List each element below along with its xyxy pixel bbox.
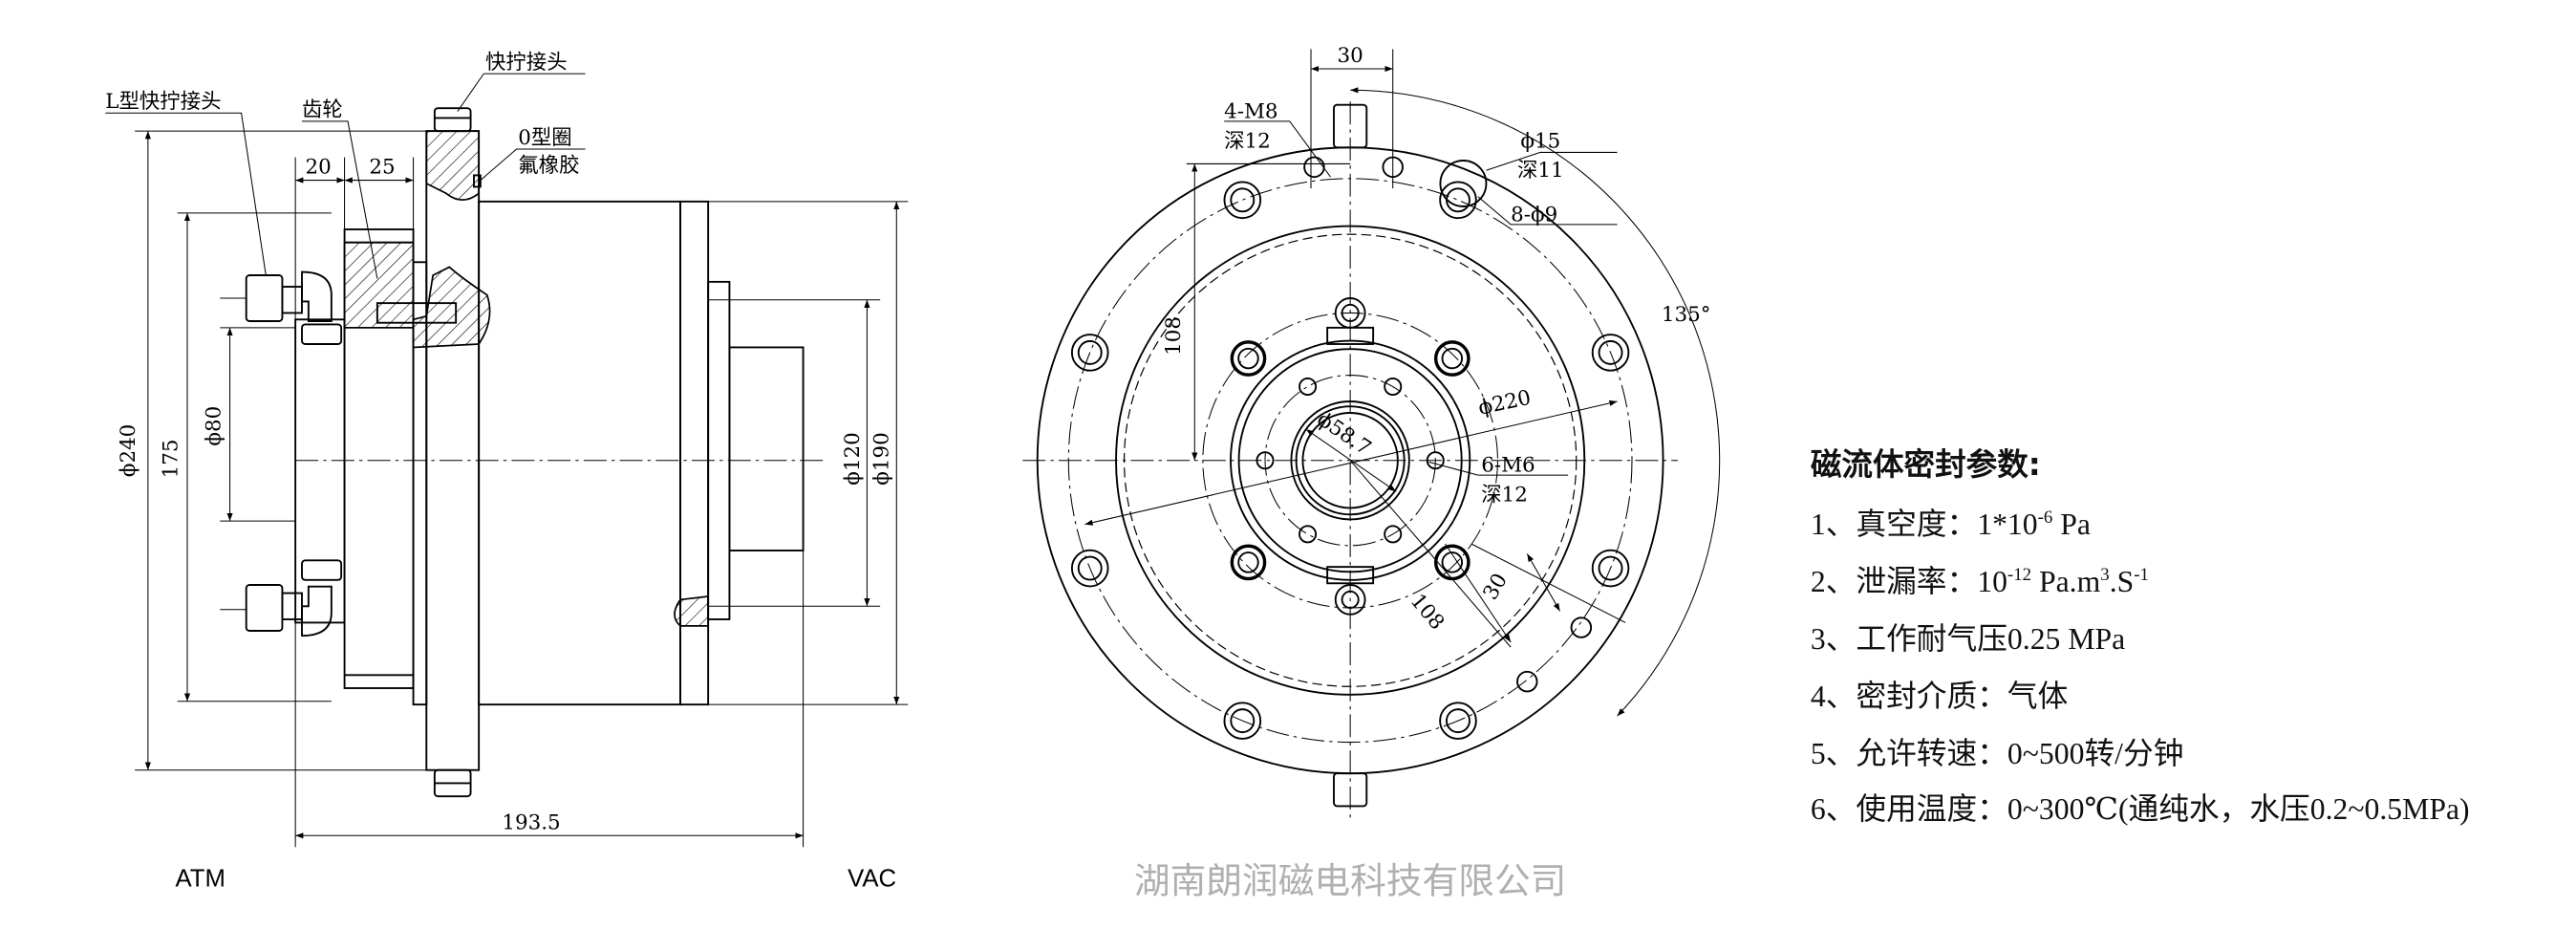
- bolt-hole: [1077, 339, 1103, 365]
- dim-d220: ϕ220: [1476, 386, 1533, 421]
- front-view: 30 4-M8 深12 ϕ15 深11 8-ϕ9 135° 108 ϕ220 ϕ…: [1022, 44, 1721, 901]
- dim-d15: ϕ15: [1520, 129, 1560, 153]
- bolt-hole: [1077, 555, 1103, 581]
- front-dimensions: [1084, 49, 1721, 717]
- dim-diag-108: 108: [1406, 590, 1449, 635]
- dim-d80: ϕ80: [202, 406, 225, 446]
- dim-108-vertical: 108: [1162, 316, 1186, 356]
- seal-parameters: 磁流体密封参数: 1、真空度：1*10-6 Pa 2、泄漏率：10-12 Pa.…: [1811, 446, 2470, 826]
- tapped-hole-section: [674, 595, 710, 627]
- bolt-hole: [1070, 549, 1109, 588]
- l-fitting-top: [220, 270, 343, 345]
- label-atm: ATM: [176, 865, 225, 892]
- housing-body: [478, 200, 681, 706]
- label-o-ring: 0型圈: [518, 126, 571, 150]
- param-medium: 4、密封介质：气体: [1811, 680, 2068, 713]
- param-pressure: 3、工作耐气压0.25 MPa: [1811, 622, 2125, 656]
- bolt-hole: [1230, 708, 1256, 734]
- label-l-quick-fitting: L型快拧接头: [105, 90, 221, 114]
- label-gear: 齿轮: [302, 98, 343, 122]
- o-ring-groove: [473, 174, 482, 188]
- bolt-hole: [1446, 187, 1470, 213]
- quick-fitting-top: [433, 107, 472, 133]
- side-dimensions: [135, 130, 909, 848]
- threaded-hole-inner: [1237, 347, 1259, 370]
- label-quick-fitting: 快拧接头: [485, 51, 568, 75]
- bolt-hole: [1439, 181, 1477, 220]
- threaded-hole-inner: [1237, 551, 1259, 573]
- dim-d120: ϕ120: [841, 432, 865, 485]
- bolt-hole: [1223, 181, 1262, 220]
- dim-d190: ϕ190: [870, 432, 894, 485]
- threaded-hole: [1433, 544, 1470, 581]
- gear: [343, 228, 415, 689]
- param-temperature: 6、使用温度：0~300℃(通纯水，水压0.2~0.5MPa): [1811, 792, 2470, 826]
- threaded-hole: [1433, 340, 1470, 377]
- dim-m6-depth: 深12: [1481, 484, 1528, 508]
- dim-8-holes: 8-ϕ9: [1511, 203, 1557, 227]
- quick-fitting-bottom: [433, 768, 472, 798]
- label-fluororubber: 氟橡胶: [518, 154, 579, 178]
- parameters-title: 磁流体密封参数:: [1811, 446, 2041, 483]
- shaft-step: [707, 280, 731, 620]
- bolt-hole: [1223, 702, 1262, 740]
- dim-m6: 6-M6: [1481, 454, 1535, 478]
- dim-m8: 4-M8: [1224, 99, 1277, 123]
- leaders: [105, 73, 586, 279]
- dim-length: 193.5: [502, 810, 560, 834]
- param-leak-rate: 2、泄漏率：10-12 Pa.m3.S-1: [1811, 565, 2149, 598]
- dim-diag-30: 30: [1479, 570, 1513, 604]
- bolt-hole: [1230, 187, 1256, 213]
- l-fitting-bottom: [220, 559, 343, 637]
- threaded-hole-inner: [1441, 347, 1464, 370]
- label-vac: VAC: [848, 865, 896, 892]
- threaded-hole-inner: [1441, 551, 1464, 573]
- param-speed: 5、允许转速：0~500转/分钟: [1811, 737, 2184, 770]
- threaded-hole: [1230, 340, 1267, 377]
- dim-20: 20: [306, 156, 332, 180]
- dim-top-30: 30: [1338, 44, 1363, 68]
- dim-d15-depth: 深11: [1517, 159, 1564, 183]
- param-vacuum: 1、真空度：1*10-6 Pa: [1811, 508, 2091, 541]
- dim-d240: ϕ240: [117, 424, 140, 477]
- m8-hole: [1303, 156, 1325, 179]
- dim-25: 25: [369, 156, 395, 180]
- m8-hole: [1570, 616, 1593, 638]
- threaded-hole: [1230, 544, 1267, 581]
- side-view: ϕ240 175 ϕ80 ϕ120 ϕ190 20 25 193.5 ATM V…: [105, 51, 909, 892]
- m8-hole: [1516, 670, 1538, 693]
- dim-175: 175: [160, 440, 183, 479]
- bolt-hole: [1070, 334, 1109, 372]
- dim-m8-depth: 深12: [1224, 129, 1271, 153]
- shaft-end: [728, 346, 805, 551]
- m6-hole: [1299, 525, 1318, 544]
- vac-flange: [679, 200, 710, 706]
- dim-angle: 135°: [1662, 303, 1711, 327]
- watermark: 湖南朗润磁电科技有限公司: [1134, 859, 1566, 901]
- m6-hole: [1299, 378, 1318, 397]
- quick-fitting-bottom-front: [1333, 772, 1368, 808]
